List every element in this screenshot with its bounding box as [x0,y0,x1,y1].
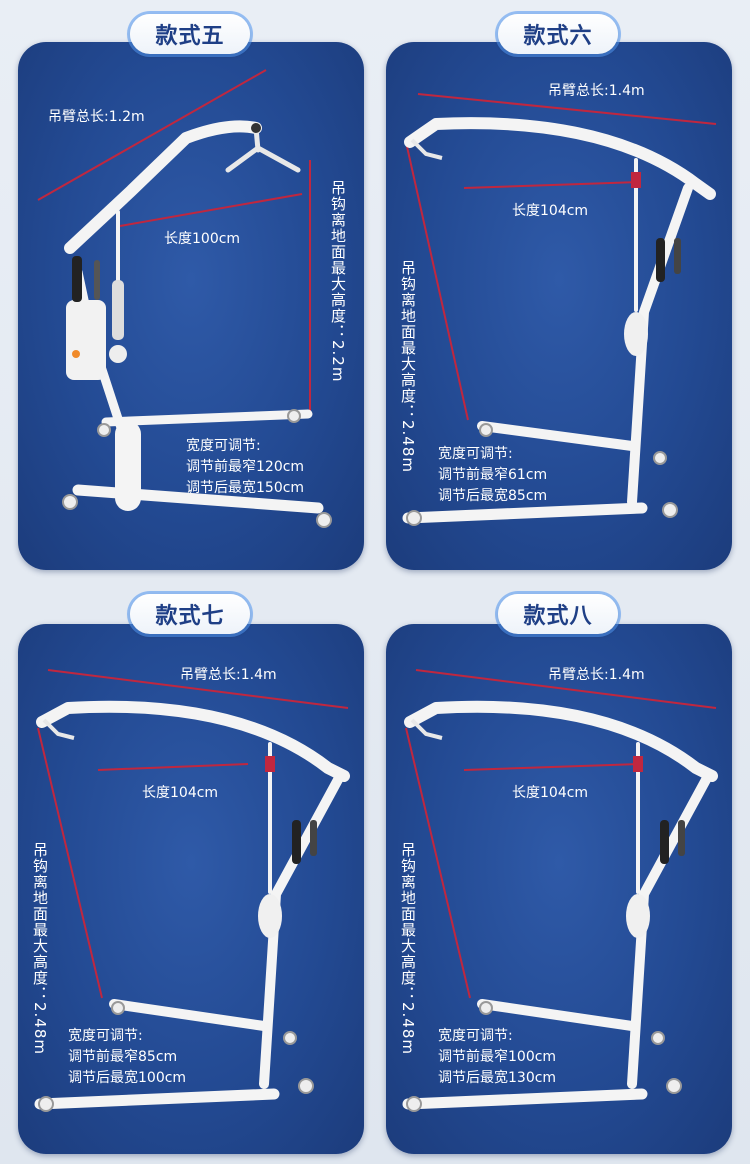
model-title-badge: 款式六 [498,14,618,54]
model-card-5: 吊臂总长:1.2m 长度100cm 吊钩离地面最大高度：2.2m 宽度可调节: … [18,42,364,570]
width-adjust-info: 宽度可调节: 调节前最窄100cm 调节后最宽130cm [438,1026,556,1089]
width-max: 调节后最宽130cm [438,1070,557,1086]
length-label: 长度100cm [164,231,241,247]
width-max: 调节后最宽100cm [68,1070,187,1086]
width-min: 调节前最窄61cm [438,467,548,483]
arm-total-length-label: 吊臂总长:1.2m [48,109,145,125]
hook-height-label: 吊钩离地面最大高度：2.48m [399,842,417,1056]
width-title: 宽度可调节: [186,438,261,454]
hook-height-label: 吊钩离地面最大高度：2.48m [31,842,49,1056]
width-adjust-info: 宽度可调节: 调节前最窄61cm 调节后最宽85cm [438,444,547,507]
length-label: 长度104cm [512,785,589,801]
model-card-8: 吊臂总长:1.4m 长度104cm 吊钩离地面最大高度：2.48m 宽度可调节:… [386,624,732,1154]
arm-total-length-label: 吊臂总长:1.4m [548,83,645,99]
lift-illustration [402,669,718,1112]
width-max: 调节后最宽150cm [186,480,305,496]
length-label: 长度104cm [142,785,219,801]
width-adjust-info: 宽度可调节: 调节前最窄120cm 调节后最宽150cm [186,436,304,499]
model-card-7: 吊臂总长:1.4m 长度104cm 吊钩离地面最大高度：2.48m 宽度可调节:… [18,624,364,1154]
hook-height-label: 吊钩离地面最大高度：2.2m [329,180,347,383]
width-min: 调节前最窄85cm [68,1049,178,1065]
arm-total-length-label: 吊臂总长:1.4m [548,667,645,683]
width-max: 调节后最宽85cm [438,488,548,504]
lift-illustration [402,93,717,526]
width-title: 宽度可调节: [438,1028,513,1044]
lift-illustration [34,669,350,1112]
model-title-badge: 款式七 [130,594,250,634]
model-card-6: 吊臂总长:1.4m 长度104cm 吊钩离地面最大高度：2.48m 宽度可调节:… [386,42,732,570]
arm-total-length-label: 吊臂总长:1.4m [180,667,277,683]
model-title-badge: 款式八 [498,594,618,634]
width-adjust-info: 宽度可调节: 调节前最窄85cm 调节后最宽100cm [68,1026,186,1089]
width-title: 宽度可调节: [68,1028,143,1044]
length-label: 长度104cm [512,203,589,219]
hook-height-label: 吊钩离地面最大高度：2.48m [399,260,417,474]
width-title: 宽度可调节: [438,446,513,462]
width-min: 调节前最窄100cm [438,1049,557,1065]
model-title-badge: 款式五 [130,14,250,54]
width-min: 调节前最窄120cm [186,459,305,475]
lift-illustration [37,69,332,528]
